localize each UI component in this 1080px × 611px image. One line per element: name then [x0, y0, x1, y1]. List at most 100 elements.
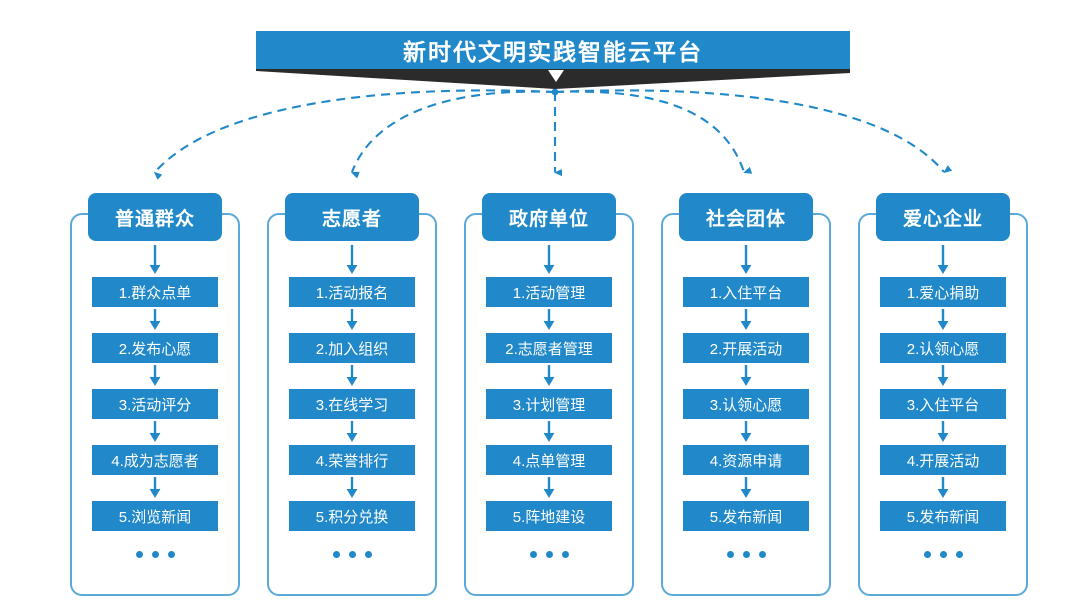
step-label: 1.活动管理 — [512, 284, 586, 302]
dot — [545, 551, 553, 558]
step-item[interactable]: 5.发布新闻 — [880, 501, 1006, 531]
step-connector — [346, 307, 358, 333]
arrow-down-icon — [543, 309, 555, 330]
column-header-label: 爱心企业 — [902, 208, 983, 230]
arrow-down-icon — [740, 245, 752, 274]
step-connector — [937, 475, 949, 501]
step-connector — [149, 475, 161, 501]
column-header-government-unit[interactable]: 政府单位 — [482, 193, 616, 241]
arrow-down-icon — [740, 421, 752, 442]
step-label: 3.在线学习 — [315, 396, 389, 414]
step-item[interactable]: 4.点单管理 — [486, 445, 612, 475]
step-item[interactable]: 3.计划管理 — [486, 389, 612, 419]
step-list: 1.爱心捐助 2.认领心愿 3.入住平台 4.开展活动 5.发布新闻 — [860, 277, 1026, 558]
arrow-down-icon — [740, 309, 752, 330]
arrow-down-icon — [937, 477, 949, 498]
arrow-down-icon — [937, 365, 949, 386]
more-items-ellipsis — [332, 551, 372, 558]
more-items-ellipsis — [135, 551, 175, 558]
dot — [939, 551, 947, 558]
step-label: 5.发布新闻 — [709, 508, 783, 526]
step-item[interactable]: 3.认领心愿 — [683, 389, 809, 419]
step-connector — [543, 419, 555, 445]
step-connector — [740, 475, 752, 501]
step-list: 1.入住平台 2.开展活动 3.认领心愿 4.资源申请 5.发布新闻 — [663, 277, 829, 558]
more-items-ellipsis — [529, 551, 569, 558]
arrow-down-icon — [346, 365, 358, 386]
step-connector — [346, 419, 358, 445]
step-connector — [149, 307, 161, 333]
step-item[interactable]: 4.荣誉排行 — [289, 445, 415, 475]
step-item[interactable]: 1.群众点单 — [92, 277, 218, 307]
step-item[interactable]: 4.开展活动 — [880, 445, 1006, 475]
connector-to-col-5 — [554, 89, 953, 174]
step-label: 2.志愿者管理 — [505, 340, 593, 358]
step-label: 2.发布心愿 — [118, 340, 192, 358]
step-item[interactable]: 1.活动管理 — [486, 277, 612, 307]
column-social-group: 社会团体 1.入住平台 2.开展活动 3.认领心愿 4.资源申请 5.发布新闻 — [661, 193, 831, 596]
dot — [561, 551, 569, 558]
step-item[interactable]: 3.在线学习 — [289, 389, 415, 419]
column-header-label: 社会团体 — [705, 208, 786, 230]
dot — [348, 551, 356, 558]
dot — [529, 551, 537, 558]
step-connector — [346, 363, 358, 389]
step-label: 3.活动评分 — [118, 396, 192, 414]
dot — [135, 551, 143, 558]
header-stem — [346, 245, 358, 280]
step-item[interactable]: 1.爱心捐助 — [880, 277, 1006, 307]
arrow-down-icon — [543, 365, 555, 386]
step-label: 2.认领心愿 — [906, 340, 980, 358]
platform-title: 新时代文明实践智能云平台 — [256, 31, 850, 69]
more-items-ellipsis — [923, 551, 963, 558]
arrow-down-icon — [937, 245, 949, 274]
step-item[interactable]: 2.发布心愿 — [92, 333, 218, 363]
step-connector — [937, 307, 949, 333]
step-item[interactable]: 5.阵地建设 — [486, 501, 612, 531]
step-list: 1.群众点单 2.发布心愿 3.活动评分 4.成为志愿者 5.浏览新闻 — [72, 277, 238, 558]
column-header-ordinary-public[interactable]: 普通群众 — [88, 193, 222, 241]
step-connector — [937, 363, 949, 389]
step-item[interactable]: 1.入住平台 — [683, 277, 809, 307]
arrow-down-icon — [346, 421, 358, 442]
step-list: 1.活动管理 2.志愿者管理 3.计划管理 4.点单管理 5.阵地建设 — [466, 277, 632, 558]
step-label: 1.入住平台 — [709, 284, 783, 302]
arrow-down-icon — [346, 245, 358, 274]
header-stem — [149, 245, 161, 280]
step-label: 2.开展活动 — [709, 340, 783, 358]
step-item[interactable]: 3.活动评分 — [92, 389, 218, 419]
step-item[interactable]: 5.浏览新闻 — [92, 501, 218, 531]
step-item[interactable]: 5.发布新闻 — [683, 501, 809, 531]
arrow-down-icon — [149, 365, 161, 386]
step-item[interactable]: 1.活动报名 — [289, 277, 415, 307]
column-header-social-group[interactable]: 社会团体 — [679, 193, 813, 241]
step-item[interactable]: 5.积分兑换 — [289, 501, 415, 531]
arrow-down-icon — [149, 477, 161, 498]
step-label: 1.爱心捐助 — [906, 284, 980, 302]
column-ordinary-public: 普通群众 1.群众点单 2.发布心愿 3.活动评分 4.成为志愿者 5.浏览新闻 — [70, 193, 240, 596]
column-header-charity-enterprise[interactable]: 爱心企业 — [876, 193, 1010, 241]
arrow-down-icon — [346, 477, 358, 498]
step-item[interactable]: 4.成为志愿者 — [92, 445, 218, 475]
dot — [758, 551, 766, 558]
column-government-unit: 政府单位 1.活动管理 2.志愿者管理 3.计划管理 4.点单管理 5.阵地建设 — [464, 193, 634, 596]
step-label: 3.入住平台 — [906, 396, 980, 414]
step-item[interactable]: 2.开展活动 — [683, 333, 809, 363]
connector-hub-node — [551, 88, 559, 96]
connector-to-col-1 — [153, 89, 556, 180]
step-item[interactable]: 4.资源申请 — [683, 445, 809, 475]
step-connector — [149, 419, 161, 445]
step-label: 2.加入组织 — [315, 340, 389, 358]
step-item[interactable]: 2.志愿者管理 — [486, 333, 612, 363]
step-item[interactable]: 2.加入组织 — [289, 333, 415, 363]
step-label: 4.点单管理 — [512, 452, 586, 470]
step-label: 4.资源申请 — [709, 452, 783, 470]
step-item[interactable]: 2.认领心愿 — [880, 333, 1006, 363]
step-connector — [149, 363, 161, 389]
column-header-volunteer[interactable]: 志愿者 — [285, 193, 419, 241]
dot — [726, 551, 734, 558]
step-item[interactable]: 3.入住平台 — [880, 389, 1006, 419]
arrow-down-icon — [149, 309, 161, 330]
arrow-down-icon — [740, 477, 752, 498]
